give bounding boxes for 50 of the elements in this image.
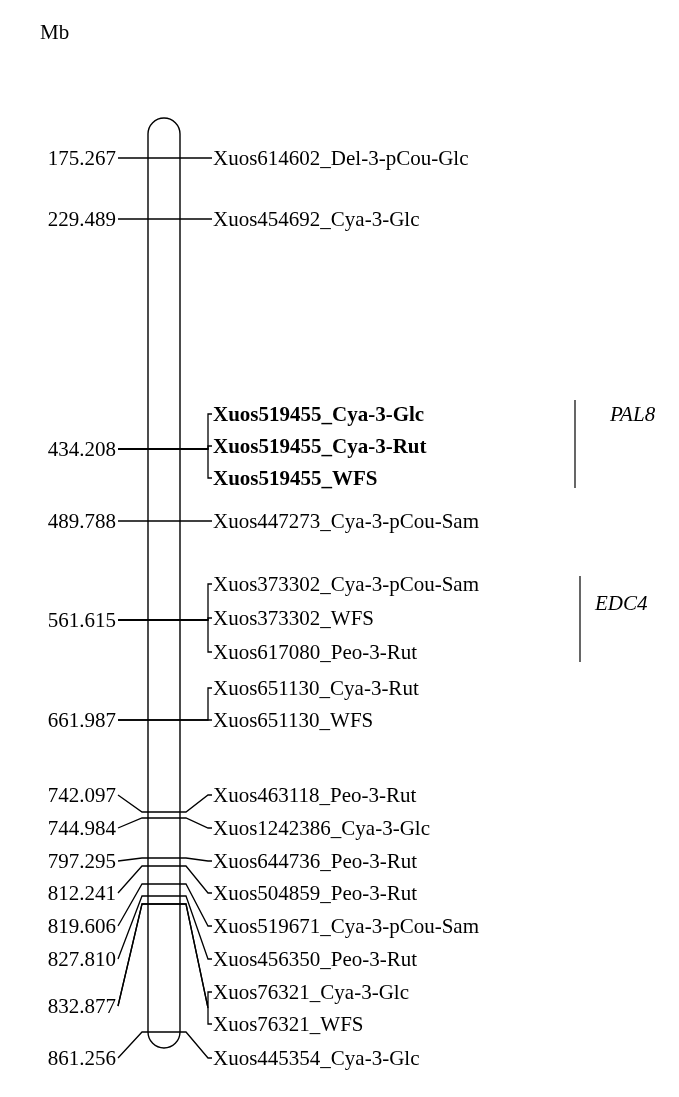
marker-label: Xuos1242386_Cya-3-Glc <box>213 816 430 840</box>
axis-unit-label: Mb <box>40 20 70 44</box>
position-label: 434.208 <box>47 437 116 461</box>
marker-label: Xuos651130_WFS <box>213 708 374 732</box>
marker-label: Xuos519455_Cya-3-Glc <box>213 402 425 426</box>
leader-line <box>117 157 213 159</box>
marker-label: Xuos447273_Cya-3-pCou-Sam <box>213 509 479 533</box>
position-label: 742.097 <box>47 783 116 807</box>
leader-line <box>117 619 213 653</box>
position-label: 175.267 <box>47 146 116 170</box>
position-label: 561.615 <box>47 608 116 632</box>
marker-label: Xuos76321_WFS <box>213 1012 364 1036</box>
marker-label: Xuos519455_Cya-3-Rut <box>213 434 427 458</box>
marker-label: Xuos644736_Peo-3-Rut <box>213 849 418 873</box>
leader-line <box>117 865 213 894</box>
leader-line <box>117 857 213 862</box>
position-label: 744.984 <box>47 816 116 840</box>
position-label: 819.606 <box>47 914 116 938</box>
leader-line <box>117 218 213 220</box>
marker-label: Xuos519671_Cya-3-pCou-Sam <box>213 914 479 938</box>
position-label: 797.295 <box>47 849 116 873</box>
position-label: 661.987 <box>47 708 116 732</box>
position-label: 229.489 <box>47 207 116 231</box>
position-label: 832.877 <box>47 994 116 1018</box>
leader-line <box>117 520 213 522</box>
marker-label: Xuos456350_Peo-3-Rut <box>213 947 418 971</box>
position-label: 861.256 <box>47 1046 116 1070</box>
marker-label: Xuos504859_Peo-3-Rut <box>213 881 418 905</box>
leader-line <box>117 817 213 829</box>
leader-line <box>117 1031 213 1059</box>
gene-label: PAL8 <box>610 402 656 426</box>
marker-label: Xuos373302_WFS <box>213 606 375 630</box>
gene-label: EDC4 <box>595 591 648 615</box>
marker-label: Xuos617080_Peo-3-Rut <box>213 640 418 664</box>
marker-label: Xuos519455_WFS <box>213 466 378 490</box>
position-label: 812.241 <box>47 881 116 905</box>
marker-label: Xuos454692_Cya-3-Glc <box>213 207 420 231</box>
leader-line <box>117 719 213 721</box>
marker-label: Xuos651130_Cya-3-Rut <box>213 676 419 700</box>
marker-label: Xuos76321_Cya-3-Glc <box>213 980 409 1004</box>
marker-label: Xuos373302_Cya-3-pCou-Sam <box>213 572 479 596</box>
marker-label: Xuos463118_Peo-3-Rut <box>213 783 417 807</box>
leader-line <box>117 448 213 479</box>
leader-line <box>117 794 213 813</box>
leader-line <box>117 883 213 927</box>
marker-label: Xuos614602_Del-3-pCou-Glc <box>213 146 469 170</box>
position-label: 489.788 <box>47 509 116 533</box>
leader-line <box>117 895 213 960</box>
position-label: 827.810 <box>47 947 116 971</box>
marker-label: Xuos445354_Cya-3-Glc <box>213 1046 420 1070</box>
